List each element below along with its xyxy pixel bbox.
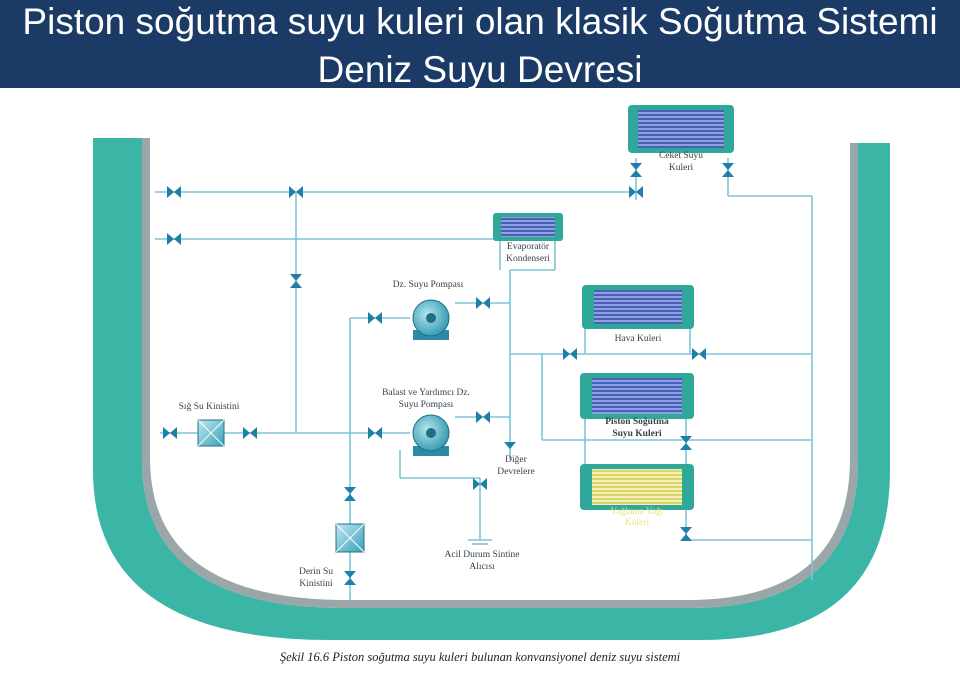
title-bar: Piston soğutma suyu kuleri olan klasik S…	[0, 0, 960, 88]
label-yaglama-1: Yağlama Yağı	[611, 507, 664, 517]
label-yaglama-2: Kuleri	[625, 518, 650, 528]
label-diger-1: Diğer	[505, 455, 527, 465]
valve	[344, 571, 356, 585]
ship-hull	[93, 138, 890, 640]
valve	[163, 427, 177, 439]
valves	[163, 163, 734, 585]
valve	[563, 348, 577, 360]
label-hava: Hava Kuleri	[615, 334, 662, 344]
valve	[476, 411, 490, 423]
figure-caption: Şekil 16.6 Piston soğutma suyu kuleri bu…	[279, 650, 681, 664]
valve	[692, 348, 706, 360]
label-piston-1: Piston Soğutma	[605, 417, 669, 427]
label-evap-1: Evaporatör	[507, 242, 550, 252]
valve	[167, 186, 181, 198]
label-derin-2: Kinistini	[299, 579, 333, 589]
label-evap-2: Kondenseri	[506, 254, 550, 264]
component-labels: Ceket Suyu Kuleri Evaporatör Kondenseri …	[179, 151, 704, 589]
label-piston-2: Suyu Kuleri	[612, 429, 662, 439]
valve	[344, 487, 356, 501]
slide-title: Piston soğutma suyu kuleri olan klasik S…	[22, 1, 938, 88]
piston-cooler	[580, 373, 694, 419]
valve	[368, 312, 382, 324]
label-dz-pompa: Dz. Suyu Pompası	[393, 280, 464, 290]
label-ceket-2: Kuleri	[669, 163, 694, 173]
label-sig: Sığ Su Kinistini	[179, 402, 240, 412]
ballast-pump	[412, 414, 450, 456]
valve	[167, 233, 181, 245]
hava-cooler	[582, 285, 694, 329]
valve	[243, 427, 257, 439]
label-derin-1: Derin Su	[299, 567, 333, 577]
shallow-sea-chest	[197, 419, 225, 447]
valve	[289, 186, 303, 198]
valve	[629, 186, 643, 198]
valve	[680, 527, 692, 541]
valve	[473, 478, 487, 490]
label-balast-1: Balast ve Yardımcı Dz.	[382, 388, 470, 398]
label-acil-1: Acil Durum Sintine	[445, 550, 520, 560]
pipe-network	[155, 158, 813, 600]
valve	[368, 427, 382, 439]
yaglama-cooler	[580, 464, 694, 510]
sea-water-pump	[412, 299, 450, 340]
seawater-circuit-diagram: Ceket Suyu Kuleri Evaporatör Kondenseri …	[93, 105, 890, 640]
valve	[722, 163, 734, 177]
label-acil-2: Alıcısı	[469, 562, 495, 572]
label-ceket-1: Ceket Suyu	[659, 151, 703, 161]
valve	[504, 442, 516, 449]
label-balast-2: Suyu Pompası	[399, 400, 454, 410]
deep-sea-chest	[335, 523, 365, 553]
evaporator-condenser	[493, 213, 563, 241]
valve	[476, 297, 490, 309]
label-diger-2: Devrelere	[497, 467, 534, 477]
valve	[630, 163, 642, 177]
valve	[290, 274, 302, 288]
ceket-suyu-cooler	[628, 105, 734, 153]
valve	[680, 436, 692, 450]
